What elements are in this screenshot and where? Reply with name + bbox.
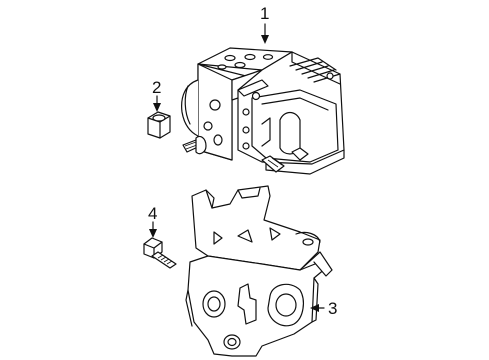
callout-number-1: 1 (260, 4, 269, 23)
mounting-bracket-icon (185, 185, 333, 357)
callout-leader-4 (149, 221, 157, 238)
callout-leader-3 (310, 304, 325, 312)
abs-modulator-icon (181, 47, 345, 175)
callout-number-4: 4 (148, 204, 157, 223)
callout-leader-2 (153, 95, 161, 112)
callout-number-2: 2 (152, 78, 161, 97)
bolt-icon (143, 237, 177, 269)
nut-icon (147, 111, 171, 139)
callout-number-3: 3 (328, 299, 337, 318)
callout-leader-1 (261, 23, 269, 44)
